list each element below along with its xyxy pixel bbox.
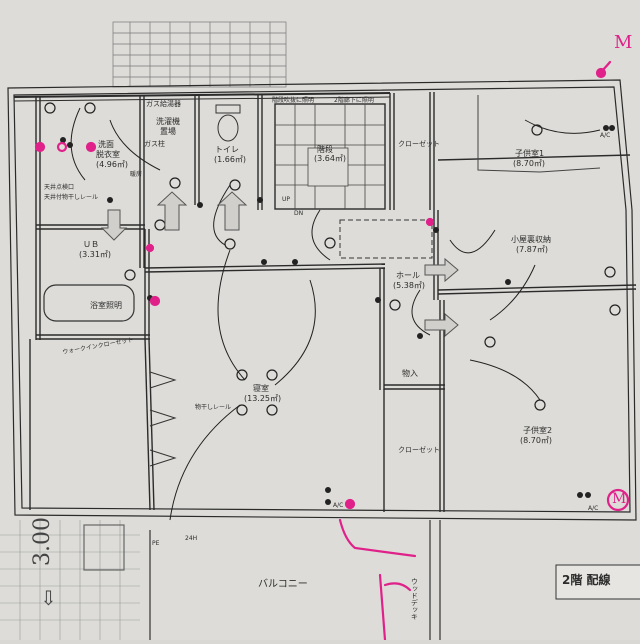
kodomo2-area: (8.70㎡) (520, 436, 553, 445)
hall-area: (5.38㎡) (393, 281, 426, 290)
toilet-label: トイレ (215, 145, 239, 154)
marker-annotations (34, 60, 630, 642)
gas-pillar-label: ガス柱 (144, 140, 165, 148)
monoire-label: 物入 (402, 369, 418, 378)
stairs-area: (3.64㎡) (314, 154, 347, 163)
stairs-label: 階段 (317, 145, 333, 154)
handwritten-down-arrow: ⇩ (40, 586, 57, 610)
kodomo1-area: (8.70㎡) (513, 159, 546, 168)
hall-label: ホール (396, 271, 420, 280)
marker-letter-m-top: M (614, 32, 633, 53)
drying-rail-label: 物干しレール (195, 404, 232, 411)
koyaura-label: 小屋裏収納 (511, 235, 551, 244)
closet-right-label: クローゼット (398, 446, 440, 454)
interior-walls (29, 92, 637, 512)
washer-sub-label: 置場 (160, 127, 176, 136)
closet-chevrons (149, 371, 177, 467)
stamp-box (555, 564, 640, 600)
balcony-outline (149, 520, 441, 640)
kodomo1-sketch (477, 95, 601, 173)
toilet-fixture (217, 114, 239, 142)
bathtub (43, 284, 135, 322)
lower-roof-tile-grid (0, 520, 140, 640)
stair-treads (275, 104, 385, 209)
ub-area: (3.31㎡) (79, 250, 112, 259)
stairs-dn: DN (294, 210, 304, 217)
senmen-label: 洗面 (98, 140, 114, 149)
bedroom-area: (13.25㎡) (244, 394, 282, 403)
ac-label-2: A/C (588, 505, 599, 512)
exterior-walls (7, 79, 637, 521)
ac-label-1: A/C (600, 132, 611, 139)
toilet-area: (1.66㎡) (214, 155, 247, 164)
ceiling-rail-label: 天井付物干しレール (44, 194, 99, 201)
vent-arrows (100, 191, 459, 338)
stair-note-left: 階段吹抜に照明 (272, 97, 315, 104)
voltage-label: 24H (185, 535, 198, 542)
deck-label: ウッドデッキ (410, 578, 419, 620)
stair-note-right: 2階廊下に照明 (334, 97, 374, 104)
drawing-stamp: 2階 配線 (562, 573, 611, 587)
senmen-sub-label: 脱衣室 (96, 150, 120, 159)
ub-label: ＵＢ (83, 240, 99, 249)
handwritten-dimension: 3.00 (30, 517, 55, 566)
marker-letter-m-bottom: M (612, 491, 627, 507)
bedroom-label: 寝室 (253, 384, 269, 393)
ceiling-hatch-label: 天井点検口 (44, 184, 75, 191)
balcony-label: バルコニー (258, 579, 308, 590)
washer-label: 洗濯機 (156, 117, 180, 126)
switch-outlet-dots (60, 125, 615, 505)
kodomo2-label: 子供室2 (523, 426, 553, 435)
ac-label-3: A/C (333, 502, 344, 509)
gas-unit-label: ガス給湯器 (146, 100, 181, 108)
senmen-area: (4.96㎡) (96, 160, 129, 169)
attic-hatch (339, 219, 433, 259)
stairs-up: UP (282, 196, 291, 203)
closet-top-label: クローゼット (398, 140, 440, 148)
heater-label: 暖房 (130, 171, 143, 178)
koyaura-area: (7.87㎡) (516, 245, 549, 254)
roof-tile-grid (112, 21, 287, 88)
wiring-lines (70, 107, 601, 521)
kodomo1-label: 子供室1 (515, 149, 545, 158)
tv-pe-label: PE (152, 540, 160, 547)
bath-light-label: 浴室照明 (90, 301, 122, 310)
